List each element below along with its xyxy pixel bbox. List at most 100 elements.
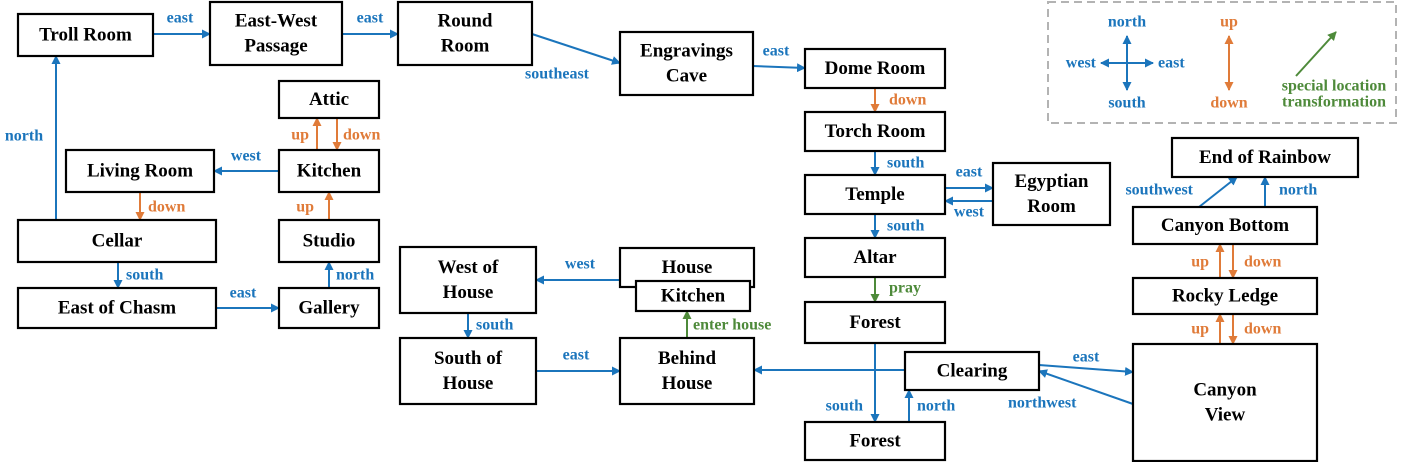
room-label: Gallery [298,298,360,319]
room-label: East of Chasm [58,298,176,319]
room-label: Cellar [92,231,143,252]
edge-label-clearing-to-canyon: east [1073,349,1100,366]
edge-engravings-to-dome [752,63,806,73]
edge-label-temple-to-altar: south [887,218,924,235]
edge-label-canyon-to-clearing: northwest [1008,395,1077,412]
room-box [64,148,216,194]
edge-label-bottom-to-rainbow-n: north [1279,182,1317,199]
edge-bottom-to-rainbow-sw [1198,176,1238,208]
edge-label-south-to-behind: east [563,347,590,364]
room-box [803,420,947,462]
room-label: Room [441,36,490,57]
room-south-of-house: South of House [398,336,538,406]
edge-label-ledge-to-canyon: down [1244,321,1281,338]
room-label: House [443,373,494,394]
room-troll-room: Troll Room [16,12,155,58]
legend-north-label: north [1108,14,1146,31]
room-label: Engravings [640,41,733,62]
room-label: Clearing [937,361,1008,382]
edge-labels-layer: east east south east east down south east west so… [5,10,1317,415]
room-label: Passage [244,36,307,57]
room-altar: Altar [803,236,947,279]
room-box [1131,276,1319,316]
room-gallery: Gallery [277,286,381,330]
room-label: East-West [235,11,318,32]
room-torch-room: Torch Room [803,110,947,153]
edge-label-cellar-to-chasm: south [126,267,163,284]
legend-south-label: south [1108,95,1145,112]
edge-label-torch-to-temple: south [887,155,924,172]
room-box [903,350,1041,392]
room-studio: Studio [277,218,381,264]
legend-up-label: up [1220,14,1238,31]
room-label: Attic [309,89,349,110]
room-box [398,336,538,406]
room-label: Egyptian [1015,171,1089,192]
room-label: View [1205,405,1246,426]
edges-layer [51,29,1270,423]
edge-label-engravings-to-dome: east [763,43,790,60]
edge-label-forest-to-forest: south [826,398,863,415]
room-canyon-bottom: Canyon Bottom [1131,205,1319,246]
room-clearing: Clearing [903,350,1041,392]
legend-special-label-1: special location [1282,78,1387,95]
room-label: Room [1027,196,1076,217]
room-box [803,47,947,90]
room-box [396,0,534,67]
room-label: Kitchen [661,286,726,307]
room-box [1131,342,1319,462]
room-dome-room: Dome Room [803,47,947,90]
room-label: South of [434,348,503,369]
room-box [16,12,155,58]
legend-special-label-2: transformation [1282,94,1386,111]
room-label: Forest [849,312,901,333]
room-label: Rocky Ledge [1172,286,1278,307]
room-kitchen: Kitchen [277,148,381,194]
edge-label-ew-to-round: east [357,10,384,27]
room-label: West of [438,257,499,278]
legend-frame [1047,1,1397,124]
room-box [803,300,947,345]
room-forest-2: Forest [803,420,947,462]
room-box [634,279,752,313]
room-label: Forest [849,431,901,452]
room-label: Troll Room [39,25,132,46]
legend-down-label: down [1210,95,1247,112]
legend-east-label: east [1158,55,1185,72]
edge-label-temple-to-egyptian: east [956,164,983,181]
edge-label-troll-to-ew: east [167,10,194,27]
room-box [618,30,755,97]
room-label: Canyon [1193,380,1257,401]
room-box [16,218,218,264]
room-cellar: Cellar [16,218,218,264]
room-box [208,0,344,67]
room-box [1131,205,1319,246]
room-house-kitchen: Kitchen [634,279,752,313]
edge-label-bottom-to-ledge: down [1244,254,1281,271]
room-rocky-ledge: Rocky Ledge [1131,276,1319,316]
room-east-of-chasm: East of Chasm [16,286,218,330]
room-label: House [443,282,494,303]
room-west-of-house: West of House [398,245,538,315]
edge-label-attic-to-kitchen: down [343,127,380,144]
room-temple: Temple [803,173,947,216]
room-box [277,79,381,120]
room-box [618,336,756,406]
room-label: House [662,257,713,278]
room-label: Kitchen [297,161,362,182]
edge-label-studio-to-kitchen: up [296,199,314,216]
room-box [277,148,381,194]
room-label: House [662,373,713,394]
room-label: Studio [303,231,356,252]
room-living-room: Living Room [64,148,216,194]
room-box [991,161,1112,227]
edge-label-kitchen-to-living: west [231,148,262,165]
room-box [277,218,381,264]
